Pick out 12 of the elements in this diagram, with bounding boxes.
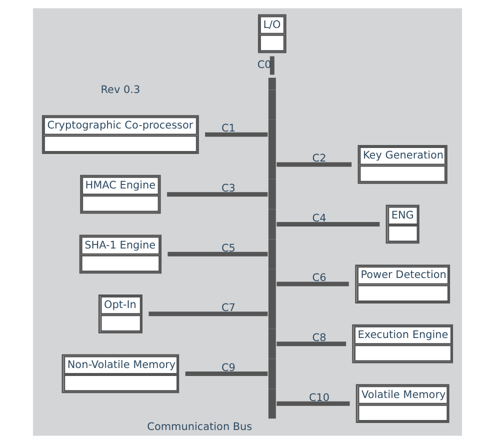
- edge-label: C7: [220, 302, 235, 314]
- edge-label: C9: [220, 362, 235, 374]
- edge-label: C5: [220, 242, 235, 254]
- edge-label: C4: [312, 212, 326, 224]
- label: Rev 0.3: [100, 84, 140, 96]
- node-label: Communication Bus: [146, 420, 252, 433]
- edge-label: C6: [312, 272, 326, 284]
- edge-label: C10: [308, 392, 330, 404]
- edge-label: C1: [220, 122, 235, 135]
- edge-label: C3: [220, 182, 235, 195]
- edge-label: C2: [312, 152, 326, 165]
- edge-label: C8: [312, 332, 326, 344]
